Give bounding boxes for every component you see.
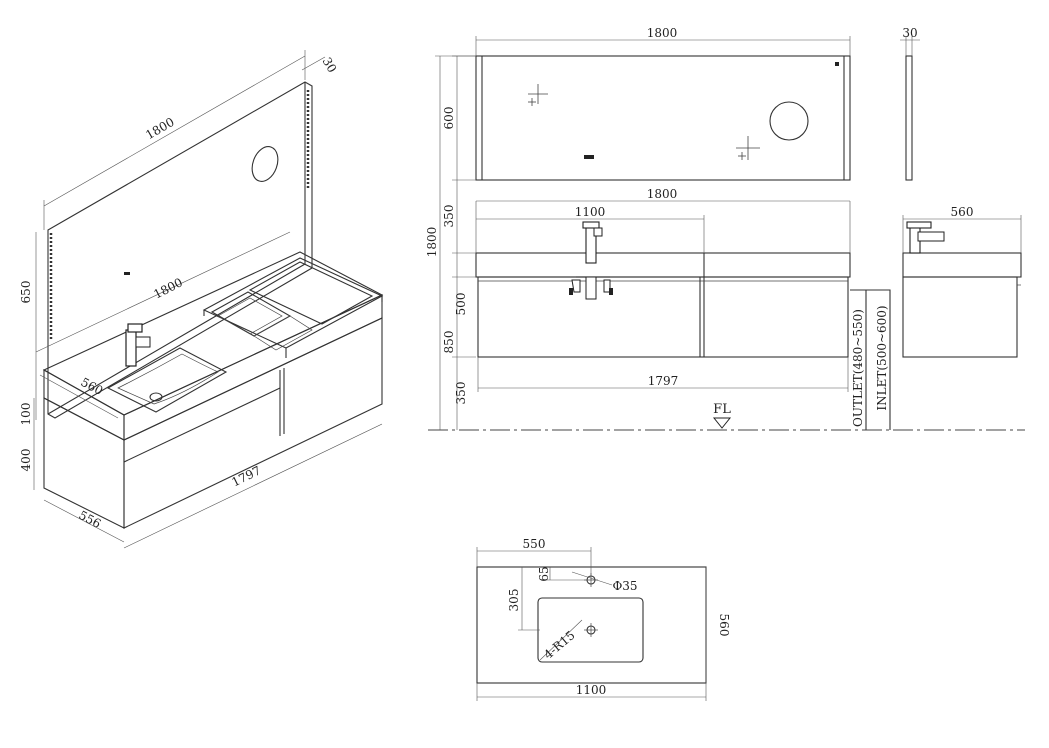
front-dims: 1800 1800 1100 600 350 500 350 1800 850 bbox=[425, 26, 889, 430]
iso-counter-width-label: 1800 bbox=[151, 275, 185, 301]
iso-vanity-dims: 1800 560 100 400 556 1797 bbox=[19, 231, 383, 549]
tap-to-edge-label: 65 bbox=[537, 566, 551, 581]
iso-mirror-depth-label: 30 bbox=[320, 55, 340, 75]
front-faucet-icon bbox=[569, 221, 613, 300]
iso-mirror-dims: 1800 30 650 bbox=[19, 50, 339, 420]
front-mirror-width-label: 1800 bbox=[647, 26, 678, 40]
iso-cabinet-height-label: 400 bbox=[19, 449, 33, 472]
iso-mirror-width-label: 1800 bbox=[143, 115, 176, 142]
top-view-dims: 550 65 Φ35 305 4-R15 560 1100 bbox=[476, 537, 731, 701]
floor-marker: FL bbox=[712, 402, 731, 429]
iso-faucet-icon bbox=[125, 323, 151, 367]
side-mirror-depth-label: 30 bbox=[902, 26, 917, 40]
front-gap-label: 350 bbox=[442, 205, 456, 228]
iso-mirror-height-label: 650 bbox=[19, 281, 33, 304]
iso-top-thickness-label: 100 bbox=[19, 403, 33, 426]
side-view: 30 560 bbox=[900, 26, 1022, 358]
top-view: 550 65 Φ35 305 4-R15 560 1100 bbox=[476, 537, 731, 701]
side-faucet-icon bbox=[906, 221, 945, 254]
front-view: FL 1800 1800 1100 600 350 500 350 bbox=[425, 26, 1025, 431]
tap-hole-label: Φ35 bbox=[612, 579, 637, 593]
front-cabinet-height-label: 500 bbox=[454, 293, 468, 316]
top-depth-label: 560 bbox=[717, 614, 731, 637]
front-total-height-label: 1800 bbox=[425, 227, 439, 258]
front-floor-gap-label: 350 bbox=[454, 382, 468, 405]
front-basin-width-label: 1100 bbox=[575, 205, 606, 219]
front-mirror bbox=[475, 55, 851, 181]
side-counter-depth-label: 560 bbox=[951, 205, 974, 219]
front-counter-width-label: 1800 bbox=[647, 187, 678, 201]
iso-mirror bbox=[47, 81, 313, 419]
front-mirror-height-label: 600 bbox=[442, 107, 456, 130]
outlet-label: OUTLET(480~550) bbox=[851, 309, 865, 427]
tap-offset-label: 550 bbox=[523, 537, 546, 551]
side-mirror-dims: 30 bbox=[900, 26, 920, 56]
top-width-label: 1100 bbox=[576, 683, 607, 697]
magnifier-icon bbox=[769, 101, 809, 141]
floor-label: FL bbox=[713, 402, 731, 417]
basin-offset-label: 305 bbox=[507, 589, 521, 612]
isometric-view: 1800 30 650 bbox=[19, 50, 384, 549]
front-vanity-height-label: 850 bbox=[442, 331, 456, 354]
touch-switch-icon bbox=[584, 155, 594, 159]
corner-radius-label: 4-R15 bbox=[541, 628, 578, 662]
iso-counter-depth-label: 560 bbox=[78, 375, 105, 398]
iso-vanity bbox=[42, 251, 384, 529]
touch-switch-icon bbox=[124, 272, 130, 275]
magnifier-icon bbox=[251, 146, 279, 182]
iso-cabinet-width-label: 1797 bbox=[229, 463, 263, 489]
iso-cabinet-depth-label: 556 bbox=[76, 508, 103, 531]
sparkle-icon bbox=[528, 84, 760, 160]
front-cabinet-width-label: 1797 bbox=[648, 374, 679, 388]
drain-hole-icon bbox=[584, 623, 598, 637]
front-vanity bbox=[475, 221, 891, 430]
inlet-label: INLET(500~600) bbox=[875, 305, 889, 410]
side-vanity-dims: 560 bbox=[902, 205, 1022, 253]
